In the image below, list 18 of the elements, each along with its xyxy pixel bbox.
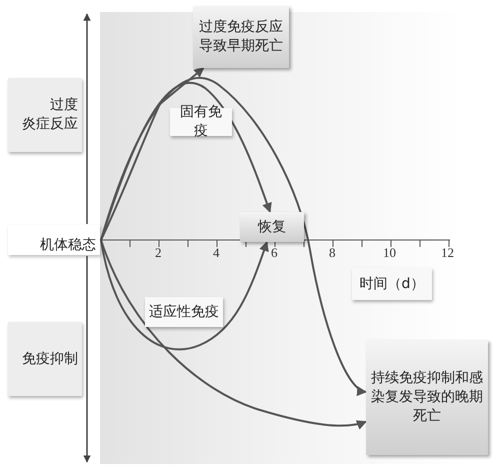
arrow bbox=[100, 67, 204, 240]
tick-label: 8 bbox=[329, 245, 336, 261]
tick-label: 4 bbox=[213, 245, 220, 261]
arrow bbox=[100, 240, 269, 350]
arrow bbox=[100, 240, 367, 430]
state-box: 过度 炎症反应 bbox=[8, 78, 82, 152]
tick-label: 6 bbox=[271, 245, 278, 261]
label-box: 时间（d） bbox=[352, 268, 432, 300]
outcome-box: 恢复 bbox=[240, 212, 304, 242]
tick-label: 2 bbox=[155, 245, 162, 261]
tick-label: 10 bbox=[383, 245, 396, 261]
tick-label: 12 bbox=[441, 245, 454, 261]
state-box: 机体稳态 bbox=[8, 225, 100, 255]
label-box: 适应性免疫 bbox=[145, 297, 223, 327]
outcome-box: 持续免疫抑制和感染复发导致的晚期死亡 bbox=[366, 340, 488, 455]
arrow bbox=[100, 77, 367, 394]
outcome-box: 过度免疫反应导致早期死亡 bbox=[193, 6, 289, 68]
state-box: 免疫抑制 bbox=[8, 322, 82, 396]
